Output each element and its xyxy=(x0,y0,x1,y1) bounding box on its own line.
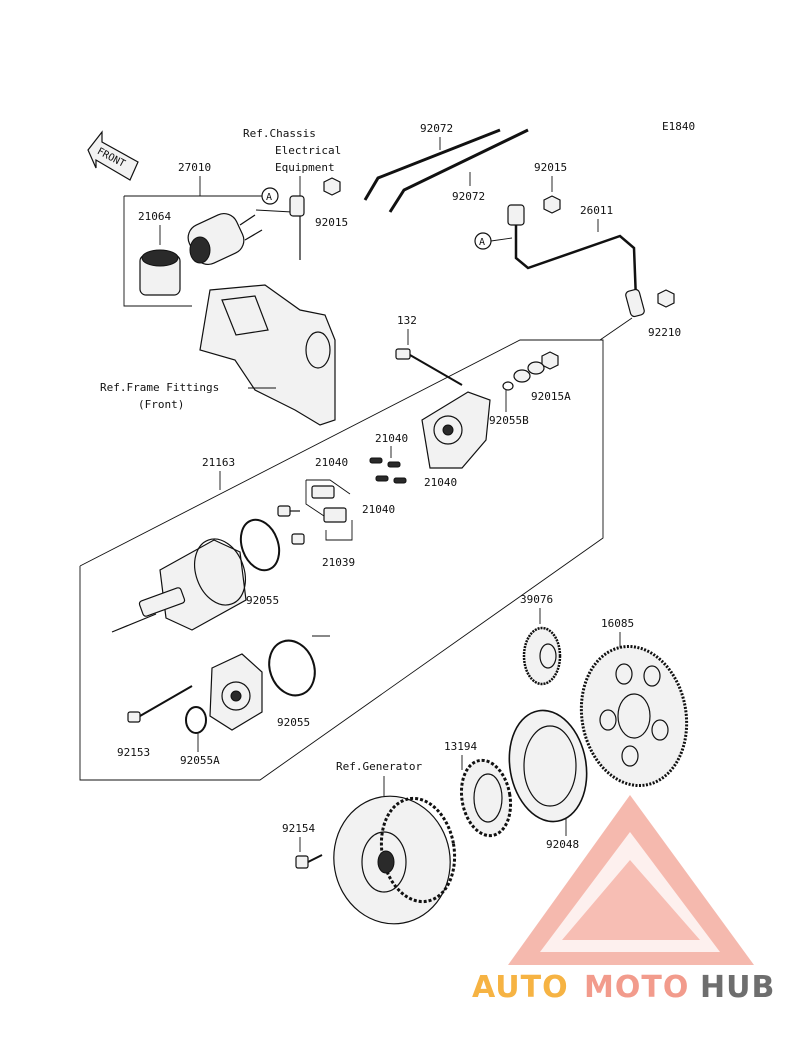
part-92154-label: 92154 xyxy=(282,822,315,835)
part-26011-label: 26011 xyxy=(580,204,613,217)
bolt-92153 xyxy=(127,685,193,723)
part-21040-b-label: 21040 xyxy=(315,456,348,469)
part-39076-label: 39076 xyxy=(520,593,553,606)
screw-lower xyxy=(291,533,305,545)
starter-relay xyxy=(187,212,263,266)
part-92015A-label: 92015A xyxy=(531,390,571,403)
part-16085-label: 16085 xyxy=(601,617,634,630)
nut-washer-stack xyxy=(502,351,559,391)
front-cover xyxy=(209,653,263,731)
callout-a-right: A xyxy=(474,232,492,250)
ref-frame-line2: (Front) xyxy=(138,398,184,411)
terminal-connector-right xyxy=(507,204,525,226)
logo-auto: AUTO xyxy=(472,970,569,1005)
ref-chassis-line3: Equipment xyxy=(275,161,335,174)
o-ring-92055A xyxy=(185,706,207,734)
part-27010-label: 27010 xyxy=(178,161,211,174)
part-92055-top-label: 92055 xyxy=(246,594,279,607)
cable-92072-bottom xyxy=(388,128,529,213)
brush-holder xyxy=(311,485,347,523)
diagram-code: E1840 xyxy=(662,120,695,133)
clutch-housing-92048 xyxy=(508,709,588,823)
starter-motor xyxy=(111,538,247,633)
svg-text:A: A xyxy=(479,237,485,248)
part-13194-label: 13194 xyxy=(444,740,477,753)
part-92055-bottom-label: 92055 xyxy=(277,716,310,729)
nut-92015-left xyxy=(323,177,341,196)
frame-fitting xyxy=(199,284,336,426)
ref-generator: Ref.Generator xyxy=(336,760,422,773)
svg-text:A: A xyxy=(266,192,272,203)
part-92055B-label: 92055B xyxy=(489,414,529,427)
starter-gear-16085 xyxy=(579,644,689,788)
front-arrow-icon: FRONT xyxy=(87,130,139,181)
ref-frame-line1: Ref.Frame Fittings xyxy=(100,381,219,394)
starter-cable-26011 xyxy=(514,225,645,318)
part-21040-c-label: 21040 xyxy=(424,476,457,489)
logo-hub: HUB xyxy=(700,970,775,1005)
part-92072-bottom-label: 92072 xyxy=(452,190,485,203)
part-21163-label: 21163 xyxy=(202,456,235,469)
generator-rotor xyxy=(333,795,457,925)
o-ring-92055-bottom xyxy=(268,639,316,697)
terminal-connector xyxy=(289,195,305,260)
cable-92072-top xyxy=(363,128,501,201)
part-92210-label: 92210 xyxy=(648,326,681,339)
end-cover xyxy=(421,391,491,469)
automotohub-logo: AUTO MOTO HUB xyxy=(472,795,775,1005)
part-21040-a-label: 21040 xyxy=(375,432,408,445)
part-21064-label: 21064 xyxy=(138,210,171,223)
idle-gear-39076 xyxy=(522,626,562,686)
part-92015-left-label: 92015 xyxy=(315,216,348,229)
part-92055A-label: 92055A xyxy=(180,754,220,767)
assembly-outline xyxy=(79,339,604,781)
part-132-label: 132 xyxy=(397,314,417,327)
brush-springs xyxy=(369,457,407,484)
ref-chassis-line1: Ref.Chassis xyxy=(243,127,316,140)
part-92072-top-label: 92072 xyxy=(420,122,453,135)
relay-cover xyxy=(139,249,181,296)
nut-92015-right xyxy=(543,195,561,214)
part-92153-label: 92153 xyxy=(117,746,150,759)
part-92015-right-label: 92015 xyxy=(534,161,567,174)
logo-moto: MOTO xyxy=(584,970,689,1005)
ref-chassis-line2: Electrical xyxy=(275,144,341,157)
part-21040-d-label: 21040 xyxy=(362,503,395,516)
o-ring-92055-top xyxy=(239,518,281,572)
nut-92210 xyxy=(657,289,675,308)
part-92048-label: 92048 xyxy=(546,838,579,851)
one-way-clutch-13194 xyxy=(459,758,513,838)
part-21039-label: 21039 xyxy=(322,556,355,569)
bolt-132 xyxy=(395,348,463,386)
screw-upper xyxy=(277,505,300,517)
callout-a-left: A xyxy=(261,187,279,205)
bolt-92154 xyxy=(295,854,323,869)
